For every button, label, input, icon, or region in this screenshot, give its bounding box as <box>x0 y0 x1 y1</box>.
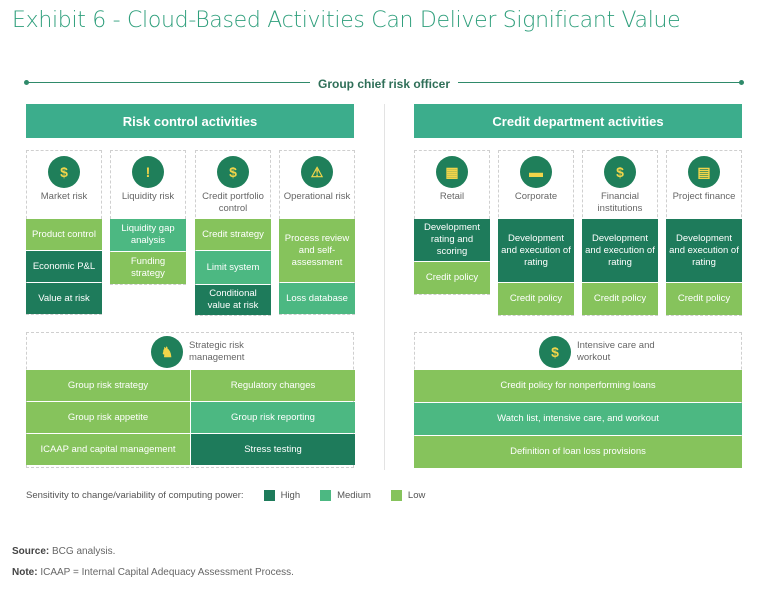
source-label: Source: <box>12 546 50 557</box>
activity-box: Credit policy <box>666 283 742 315</box>
section-label: Intensive care and workout <box>577 340 655 363</box>
column-label: Corporate <box>514 191 558 202</box>
legend: Sensitivity to change/variability of com… <box>26 490 425 501</box>
activity-box: Product control <box>26 219 102 250</box>
column-label: Liquidity risk <box>121 191 175 202</box>
activity-box: Group risk strategy <box>26 370 190 401</box>
chess-chart-icon: ♞ <box>151 336 183 368</box>
column-label: Project finance <box>672 191 736 202</box>
risk-control-header: Risk control activities <box>26 104 354 138</box>
activity-box: Development rating and scoring <box>414 219 490 261</box>
legend-label: Sensitivity to change/variability of com… <box>26 490 244 501</box>
legend-swatch-low <box>390 490 402 501</box>
group-cro-text: Group chief risk officer <box>309 77 459 91</box>
lightbulb-dollar-icon: $ <box>48 156 80 188</box>
activity-box: Credit strategy <box>195 219 271 250</box>
legend-low: Low <box>407 490 426 501</box>
activity-box: Conditional value at risk <box>195 285 271 315</box>
activity-box: Limit system <box>195 251 271 284</box>
divider <box>384 104 385 470</box>
activity-box: Liquidity gap analysis <box>110 219 186 251</box>
activity-box: Development and execution of rating <box>498 219 574 282</box>
group-cro-label: Group chief risk officer <box>0 75 768 93</box>
bank-icon: $ <box>604 156 636 188</box>
activity-box: Credit policy <box>582 283 658 315</box>
document-coin-icon: ▤ <box>688 156 720 188</box>
section-label: Strategic risk management <box>189 340 245 363</box>
legend-medium: Medium <box>337 490 371 501</box>
activity-box: Funding strategy <box>110 252 186 284</box>
exhibit-title: Exhibit 6 - Cloud-Based Activities Can D… <box>12 8 681 33</box>
legend-high: High <box>280 490 301 501</box>
activity-box: Watch list, intensive care, and workout <box>414 403 742 435</box>
activity-box: Definition of loan loss provisions <box>414 436 742 468</box>
note: Note: ICAAP = Internal Capital Adequacy … <box>12 567 294 578</box>
activity-box: Value at risk <box>26 283 102 314</box>
column-label: Operational risk <box>283 191 351 202</box>
wallet-dollar-icon: $ <box>217 156 249 188</box>
activity-box: Credit policy for nonperforming loans <box>414 370 742 402</box>
briefcase-icon: ▬ <box>520 156 552 188</box>
activity-box: ICAAP and capital management <box>26 434 190 465</box>
source: Source: BCG analysis. <box>12 546 115 557</box>
activity-box: Process review and self-assessment <box>279 219 355 282</box>
activity-box: Development and execution of rating <box>666 219 742 282</box>
activity-box: Regulatory changes <box>191 370 355 401</box>
column-label: Retail <box>439 191 465 202</box>
line-dot <box>739 80 744 85</box>
people-warning-icon: ⚠ <box>301 156 333 188</box>
source-text: BCG analysis. <box>52 546 116 557</box>
activity-box: Economic P&L <box>26 251 102 282</box>
activity-box: Credit policy <box>414 262 490 294</box>
activity-box: Group risk appetite <box>26 402 190 433</box>
credit-department-header: Credit department activities <box>414 104 742 138</box>
legend-swatch-high <box>263 490 275 501</box>
activity-box: Group risk reporting <box>191 402 355 433</box>
line-dot <box>24 80 29 85</box>
cash-warning-icon: ! <box>132 156 164 188</box>
column-label: Credit portfolio control <box>202 191 264 214</box>
storefront-icon: ▦ <box>436 156 468 188</box>
note-text: ICAAP = Internal Capital Adequacy Assess… <box>40 567 294 578</box>
column-label: Market risk <box>40 191 88 202</box>
activity-box: Credit policy <box>498 283 574 315</box>
column-label: Financial institutions <box>597 191 643 214</box>
legend-swatch-medium <box>320 490 332 501</box>
activity-box: Stress testing <box>191 434 355 465</box>
activity-box: Development and execution of rating <box>582 219 658 282</box>
activity-box: Loss database <box>279 283 355 314</box>
note-label: Note: <box>12 567 38 578</box>
hands-coin-icon: $ <box>539 336 571 368</box>
